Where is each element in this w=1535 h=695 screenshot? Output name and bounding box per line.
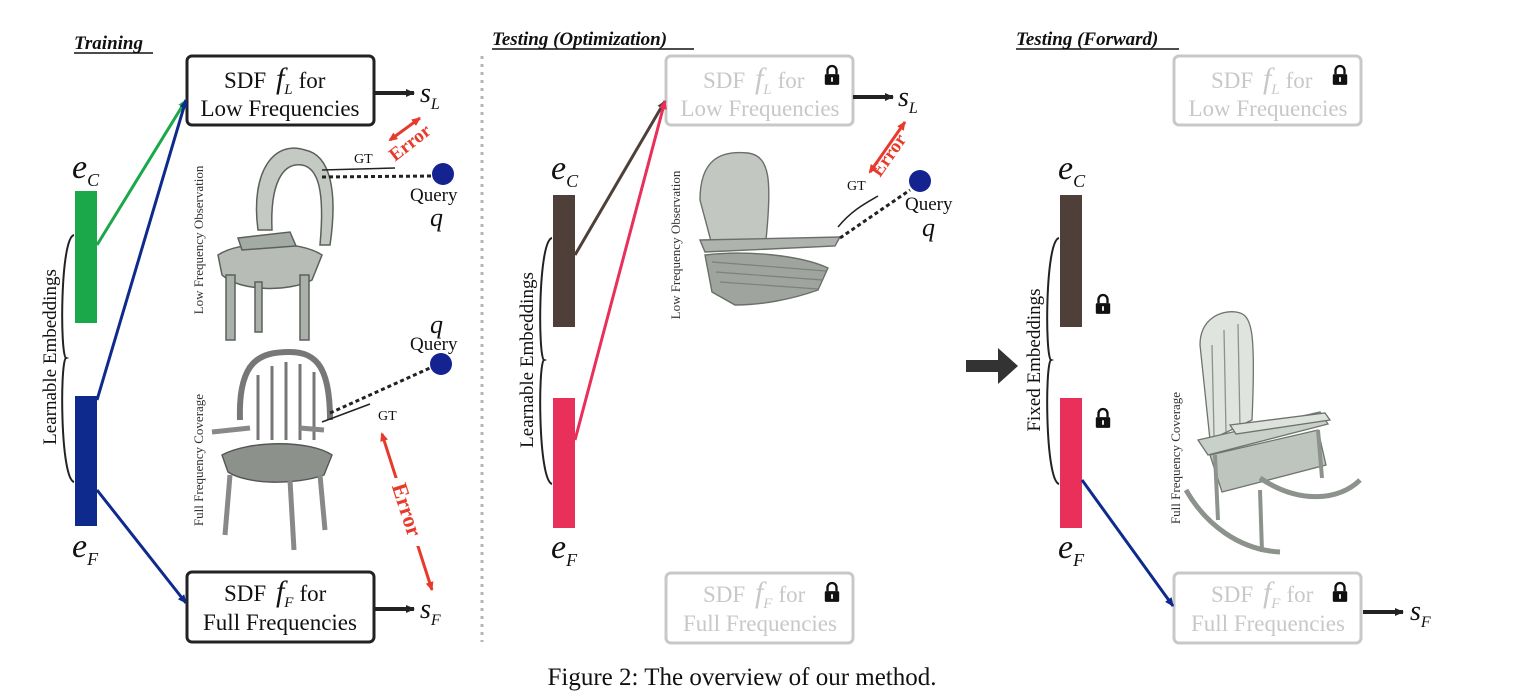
embedding-label-ec-optimization: eC <box>551 150 579 191</box>
error-label-2-training: Error <box>387 480 428 540</box>
learnable-embeddings-label-optimization: Learnable Embeddings <box>517 272 538 448</box>
embedding-bar-ef-optimization <box>553 398 575 528</box>
embedding-bar-ec-training <box>75 191 97 323</box>
embedding-label-ef-training: eF <box>72 528 99 569</box>
gt-label-optimization: GT <box>847 179 866 194</box>
chair-partial-optimization <box>698 151 842 306</box>
embedding-label-ec-forward: eC <box>1058 150 1086 191</box>
query-point-1-training <box>432 163 454 185</box>
svg-text:Low Frequencies: Low Frequencies <box>1188 96 1347 121</box>
chair-rocking-forward <box>1183 311 1362 555</box>
figure-caption: Figure 2: The overview of our method. <box>547 664 936 691</box>
embedding-label-ef-forward: eF <box>1058 529 1085 570</box>
output-sl-optimization: sL <box>898 82 918 117</box>
svg-text:Low Frequencies: Low Frequencies <box>200 96 359 121</box>
output-sf-training: sF <box>420 594 441 629</box>
gt-label-2-training: GT <box>378 409 397 424</box>
error-label-1-training: Error <box>385 120 436 166</box>
chair-low-frequency-training <box>217 147 334 341</box>
query-point-2-training <box>430 353 452 375</box>
output-sf-forward: sF <box>1410 596 1431 631</box>
output-sl-training: sL <box>420 78 440 113</box>
low-freq-observation-label-training: Low Frequency Observation <box>191 165 206 314</box>
full-freq-coverage-label-forward: Full Frequency Coverage <box>1168 392 1183 524</box>
lock-icon <box>1094 407 1112 429</box>
svg-text:Full Frequencies: Full Frequencies <box>1191 611 1345 636</box>
learnable-embeddings-label-training: Learnable Embeddings <box>40 269 61 445</box>
query-point-optimization <box>909 170 931 192</box>
transition-arrow <box>966 348 1018 384</box>
svg-text:Full Frequencies: Full Frequencies <box>683 611 837 636</box>
embedding-label-ec-training: eC <box>72 149 100 190</box>
embedding-label-ef-optimization: eF <box>551 529 578 570</box>
embedding-bar-ec-forward <box>1060 195 1082 327</box>
q-label-2-training: q <box>430 310 443 339</box>
svg-text:Full Frequencies: Full Frequencies <box>203 610 357 635</box>
chair-full-frequency-training <box>211 348 333 551</box>
section-title-testing-forward: Testing (Forward) <box>1016 29 1158 50</box>
query-label-1-training: Query <box>410 185 458 206</box>
error-label-optimization: Error <box>867 130 912 181</box>
section-title-testing-optimization: Testing (Optimization) <box>492 29 667 50</box>
low-freq-observation-label-optimization: Low Frequency Observation <box>668 170 683 319</box>
lock-icon <box>1094 293 1112 315</box>
embedding-bar-ef-training <box>75 396 97 526</box>
q-label-optimization: q <box>922 213 935 242</box>
embedding-bar-ec-optimization <box>553 195 575 327</box>
query-label-optimization: Query <box>905 194 953 215</box>
full-freq-coverage-label-training: Full Frequency Coverage <box>191 394 206 526</box>
q-label-1-training: q <box>430 203 443 232</box>
section-title-training: Training <box>74 33 143 54</box>
gt-label-1-training: GT <box>354 152 373 167</box>
query-label-2-training: Query <box>410 334 458 355</box>
svg-text:Low Frequencies: Low Frequencies <box>680 96 839 121</box>
fixed-embeddings-label-forward: Fixed Embeddings <box>1024 288 1045 431</box>
embedding-bar-ef-forward <box>1060 398 1082 528</box>
